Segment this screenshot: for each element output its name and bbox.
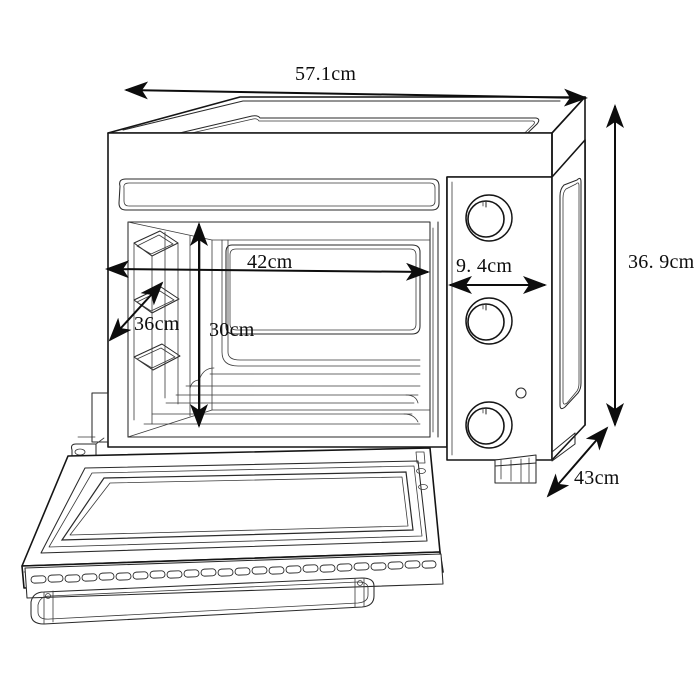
top-panel: [107, 96, 586, 134]
dimension-cavity-height-label: 30cm: [209, 319, 255, 341]
dimension-overall-width-label: 57.1cm: [295, 63, 356, 85]
dimension-control-panel-width-label: 9. 4cm: [456, 255, 512, 277]
oven-door-open[interactable]: [21, 447, 444, 625]
knob-middle[interactable]: [465, 297, 513, 345]
door-glass-window: [60, 471, 414, 541]
foot-right-front: [494, 454, 537, 484]
control-panel: [446, 176, 553, 461]
right-side-panel: [551, 139, 586, 461]
dimension-overall-height-label: 36. 9cm: [628, 251, 695, 273]
door-handle[interactable]: [30, 577, 375, 625]
dimension-cavity-depth-label: 36cm: [134, 313, 180, 335]
dimension-overall-depth: 43cm: [546, 426, 620, 498]
dimension-cavity-depth: 36cm: [108, 281, 180, 342]
cavity-right-jamb: [432, 221, 439, 438]
right-side-recessed-panel: [559, 177, 582, 410]
dimension-cavity-height: 30cm: [190, 222, 255, 428]
dimension-control-panel-width: 9. 4cm: [448, 255, 547, 294]
dimension-cavity-width: 42cm: [105, 251, 430, 281]
indicator-light: [515, 387, 527, 399]
dimension-cavity-width-label: 42cm: [247, 251, 293, 273]
front-upper-trim-strip: [118, 178, 440, 211]
knob-upper[interactable]: [465, 194, 513, 242]
top-heating-element: [221, 239, 421, 367]
dimension-overall-depth-label: 43cm: [574, 467, 620, 489]
knob-lower[interactable]: [465, 401, 513, 449]
dimension-overall-height: 36. 9cm: [606, 104, 695, 427]
dimension-overall-width: 57.1cm: [124, 63, 588, 107]
cavity-front-frame: [225, 244, 421, 335]
door-vent-strip: [24, 553, 444, 599]
